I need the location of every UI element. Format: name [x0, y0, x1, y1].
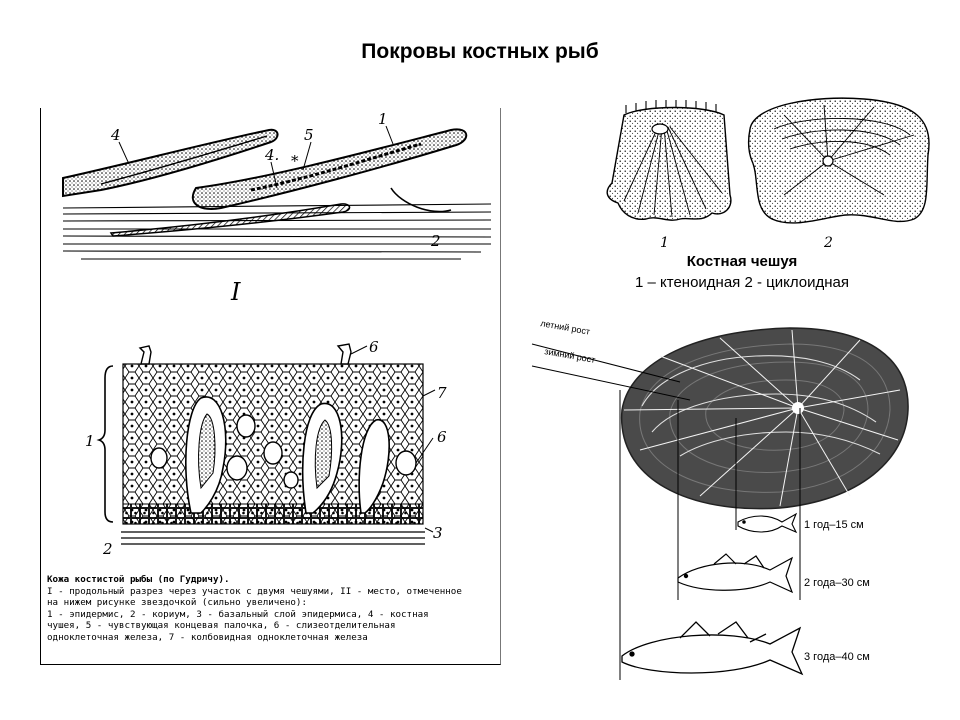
- skin-caption: Кожа костистой рыбы (по Гудричу). I - пр…: [47, 574, 495, 644]
- label-top-4: 4: [110, 126, 121, 144]
- caption-line: на нижем рисунке звездочкой (сильно увел…: [47, 597, 307, 609]
- ctenoid-scale: [606, 100, 732, 221]
- scale-types-drawing: 1 2: [606, 97, 930, 251]
- label-bottom-1: 1: [85, 432, 95, 450]
- scale-number-1: 1: [660, 235, 669, 251]
- scale-heading: Костная чешуя: [686, 253, 798, 270]
- scale-one: [62, 128, 279, 198]
- scale-types-figure: 1 2: [584, 95, 944, 255]
- age-label-1: 1 год–15 см: [804, 519, 864, 531]
- skin-section-drawing: 4 5 1 4. * 2 I: [62, 110, 492, 558]
- fish-age-3: [621, 621, 804, 676]
- skin-section-figure: 4 5 1 4. * 2 I: [40, 108, 501, 665]
- growth-rings-figure: летний рост зимний рост 1 год–15 см 2 го…: [530, 300, 960, 690]
- summer-growth-label: летний рост: [540, 318, 591, 337]
- label-top-2: 2: [430, 232, 441, 250]
- label-bottom-7: 7: [437, 384, 447, 402]
- label-top-4b: 4.: [264, 146, 279, 164]
- fish-age-2: [677, 553, 794, 594]
- scale-number-2: 2: [823, 235, 833, 251]
- age-label-2: 2 года–30 см: [804, 577, 870, 589]
- label-top-1: 1: [378, 110, 388, 128]
- caption-title: Кожа костистой рыбы (по Гудричу).: [47, 574, 230, 585]
- scale-two: [191, 128, 468, 213]
- scale-inner-bone: [109, 203, 351, 237]
- growth-scale: [621, 327, 909, 510]
- label-top-5: 5: [304, 126, 314, 144]
- epidermis-section: [96, 343, 436, 545]
- page-title: Покровы костных рыб: [361, 40, 599, 63]
- cycloid-scale: [747, 97, 930, 224]
- caption-line: чушея, 5 - чувствующая концевая палочка,…: [47, 620, 396, 632]
- label-bottom-3: 3: [433, 524, 443, 542]
- label-bottom-6: 6: [369, 338, 379, 356]
- scale-caption: Костная чешуя 1 – ктеноидная 2 - циклоид…: [584, 252, 900, 294]
- winter-growth-label: зимний рост: [544, 346, 596, 365]
- caption-line: одноклеточная железа, 7 - колбовидная од…: [47, 631, 368, 643]
- caption-line: 1 - эпидермис, 2 - кориум, 3 - базальный…: [47, 608, 429, 620]
- fish-age-1: [737, 512, 798, 534]
- caption-line: I - продольный разрез через участок с дв…: [47, 585, 462, 597]
- figure-label-I: I: [230, 278, 241, 306]
- age-label-3: 3 года–40 см: [804, 651, 870, 663]
- scale-subheading: 1 – ктеноидная 2 - циклоидная: [635, 274, 849, 291]
- label-bottom-2: 2: [102, 540, 113, 558]
- label-bottom-6b: 6: [437, 428, 447, 446]
- label-top-star: *: [291, 152, 299, 170]
- growth-rings-drawing: летний рост зимний рост 1 год–15 см 2 го…: [531, 318, 909, 680]
